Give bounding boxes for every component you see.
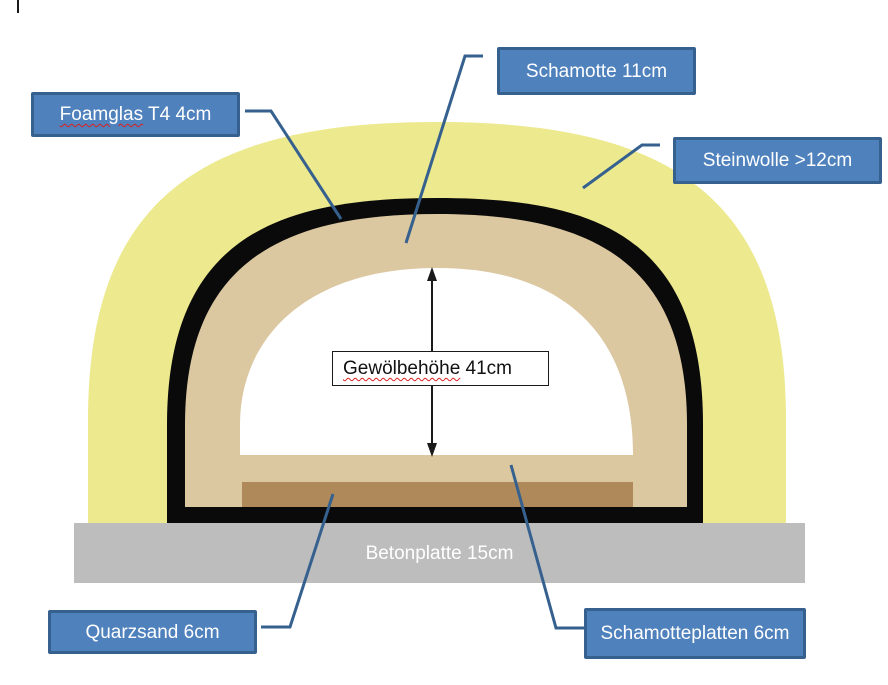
betonplatte-label-text: Betonplatte 15cm [365,542,514,564]
callout-schamotte: Schamotte 11cm [497,47,696,95]
leader-line-steinwolle [582,143,660,190]
leader-line-quarzsand [261,493,335,629]
callout-quarzsand-label: Quarzsand 6cm [85,621,220,643]
betonplatte-label: Betonplatte 15cm [74,523,805,583]
leader-line-foamglas [245,109,343,220]
concrete-slab-shape [74,523,805,583]
vault-height-rest: 41cm [460,358,513,379]
callout-quarzsand: Quarzsand 6cm [48,610,257,654]
vault-height-dimension-box: Gewölbehöhe 41cm [332,351,549,386]
callout-schamotteplatten-label: Schamotteplatten 6cm [600,623,790,644]
leader-lines [245,54,660,630]
misspelled-word: Gewölbehöhe [343,358,461,379]
arrow-head-down-icon [427,443,437,457]
leader-line-schamotteplatten [509,464,584,630]
callout-steinwolle-label: Steinwolle >12cm [702,150,853,171]
callout-foamglas-rest: T4 4cm [143,104,212,125]
quarzsand-layer-shape [242,482,633,507]
misspelled-word: Foamglas [59,104,144,125]
callout-steinwolle: Steinwolle >12cm [673,137,882,184]
callout-foamglas-label: Foamglas T4 4cm [60,105,212,124]
vault-height-label: Gewölbehöhe 41cm [343,359,512,378]
text-cursor [17,0,19,13]
callout-schamotteplatten: Schamotteplatten 6cm [584,608,806,659]
arrow-head-up-icon [427,267,437,281]
leader-line-schamotte [404,54,483,244]
callout-schamotte-label: Schamotte 11cm [525,60,668,82]
callout-foamglas: Foamglas T4 4cm [31,92,240,137]
